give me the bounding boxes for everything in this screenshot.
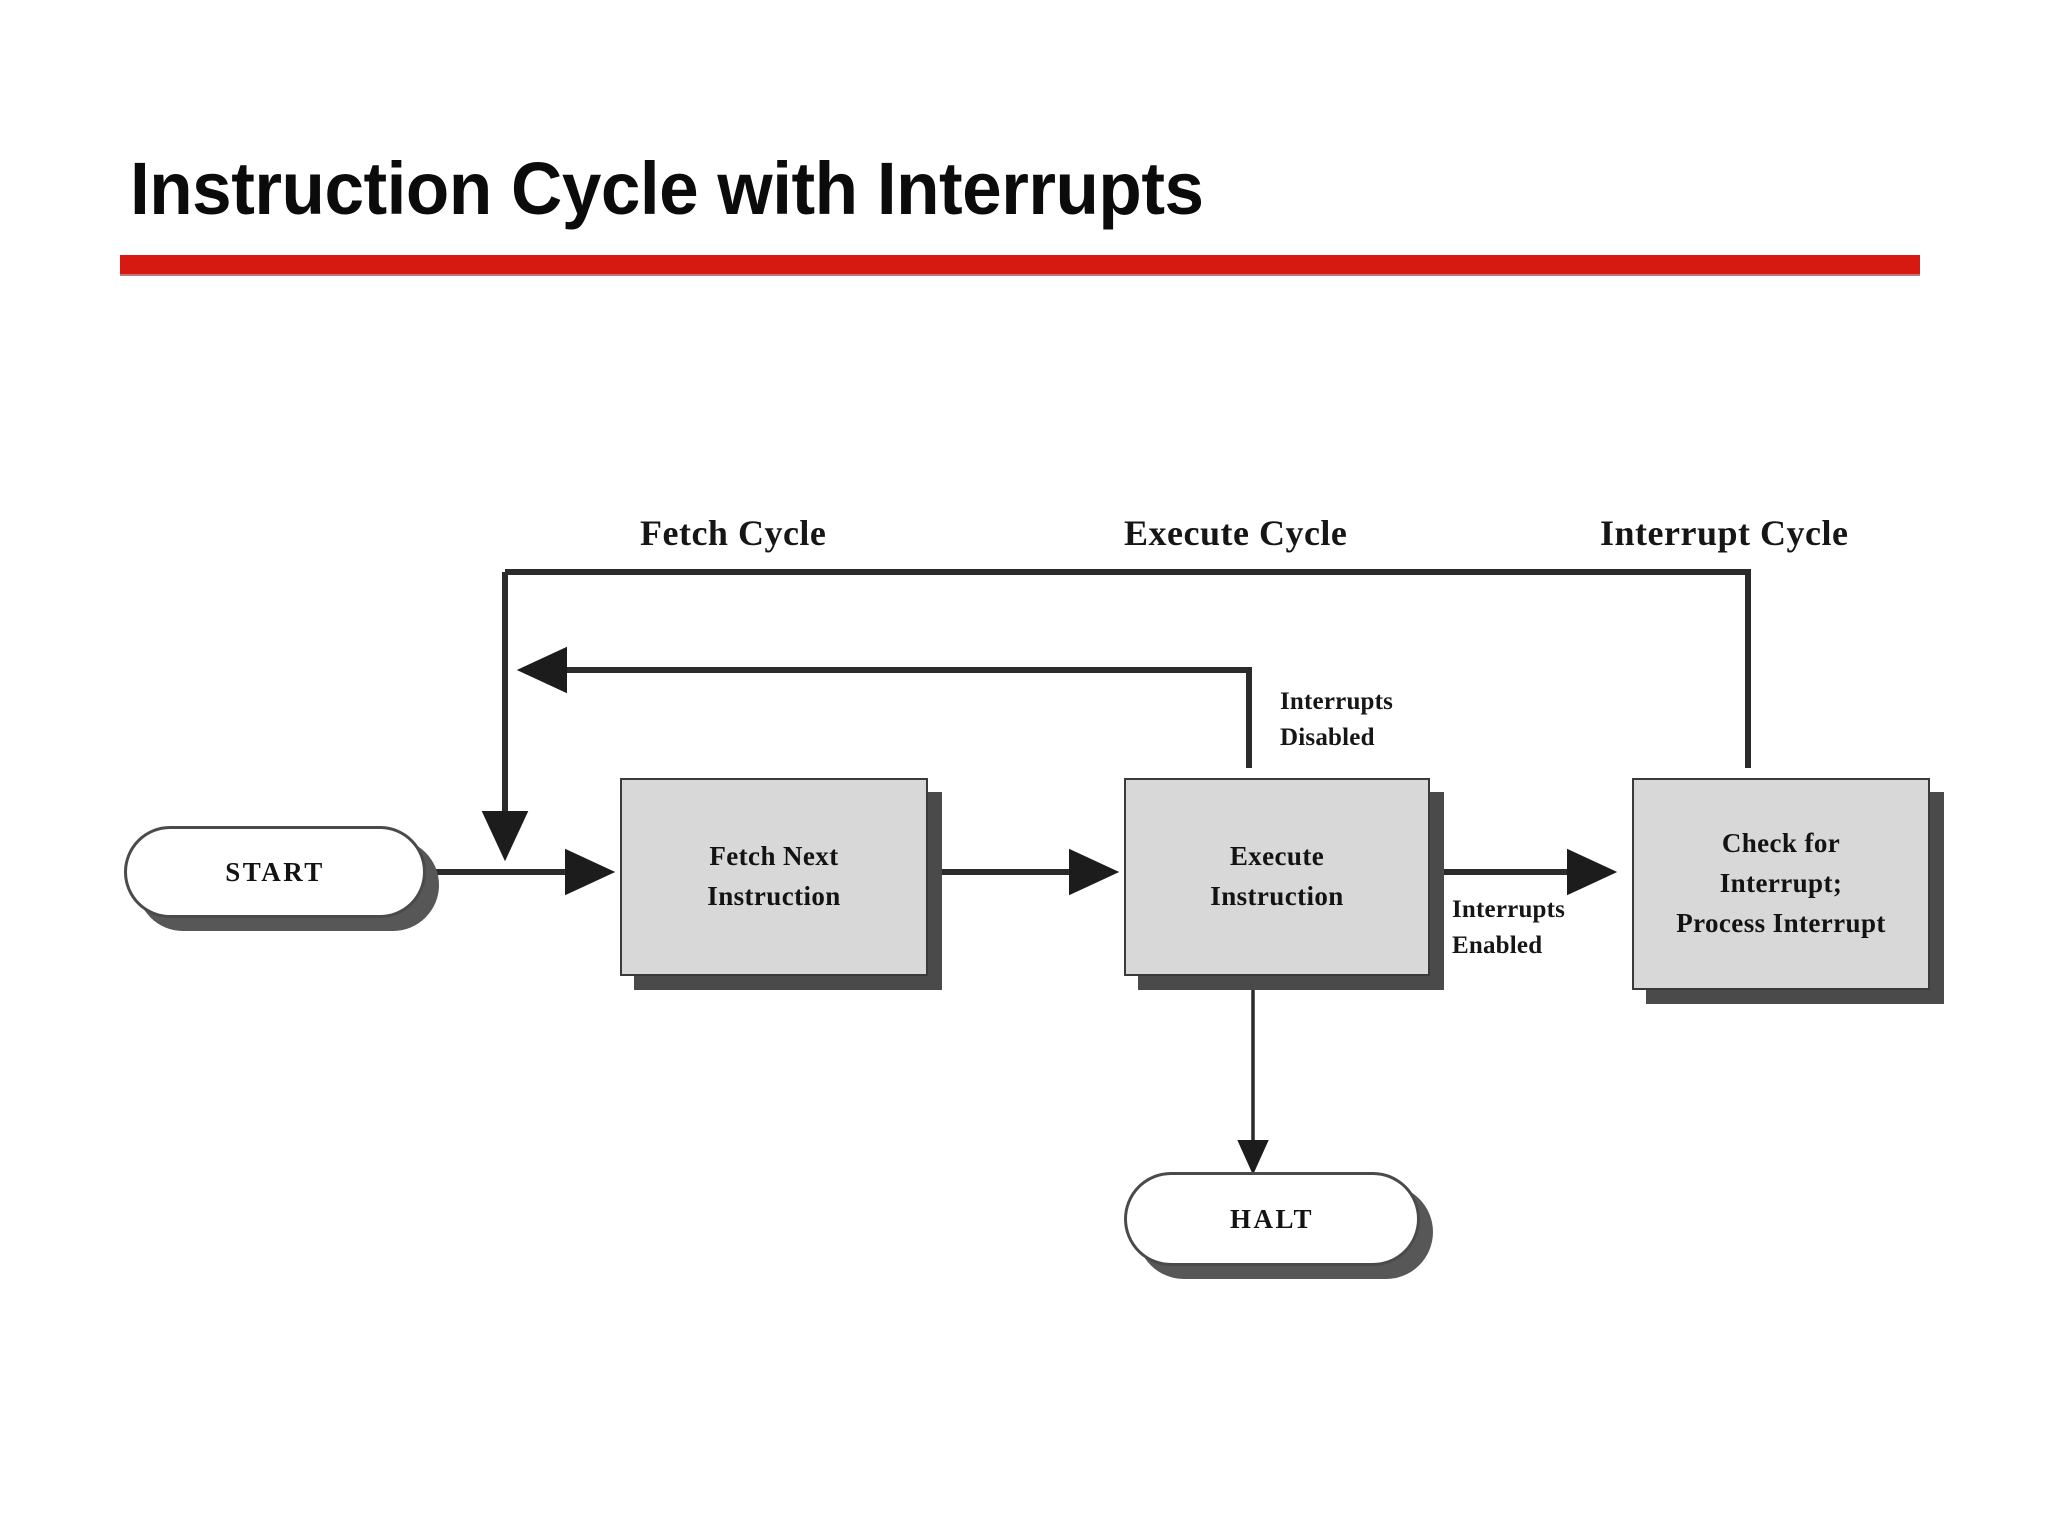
node-execute-instruction-line-1: Execute	[1229, 841, 1325, 872]
label-fetch-cycle: Fetch Cycle	[640, 513, 827, 553]
node-halt[interactable]: HALT	[1124, 1172, 1420, 1266]
node-execute-instruction-line-2: Instruction	[1210, 881, 1344, 911]
node-fetch-next-instruction[interactable]: Fetch Next Instruction	[620, 778, 928, 976]
label-interrupts-enabled-line-1: Interrupts	[1452, 896, 1566, 923]
label-interrupt-cycle: Interrupt Cycle	[1600, 513, 1849, 553]
node-fetch-next-instruction-line-1: Fetch Next	[709, 841, 839, 872]
node-check-for-interrupt-line-2: Interrupt;	[1719, 868, 1843, 899]
node-check-for-interrupt[interactable]: Check for Interrupt; Process Interrupt	[1632, 778, 1930, 990]
node-halt-label: HALT	[1229, 1203, 1315, 1234]
page-title: Instruction Cycle with Interrupts	[130, 147, 1204, 230]
label-interrupts-disabled: Interrupts Disabled	[1280, 684, 1393, 757]
edge-execute-to-fetch	[516, 646, 1252, 768]
label-execute-cycle: Execute Cycle	[1124, 513, 1348, 553]
node-start-label: START	[225, 856, 325, 887]
node-fetch-next-instruction-line-2: Instruction	[707, 881, 841, 911]
title-underline-rule	[120, 255, 1920, 274]
node-execute-instruction[interactable]: Execute Instruction	[1124, 778, 1430, 976]
label-interrupts-enabled: Interrupts Enabled	[1452, 892, 1565, 965]
node-check-for-interrupt-line-1: Check for	[1721, 828, 1841, 859]
label-interrupts-enabled-line-2: Enabled	[1452, 932, 1543, 960]
label-interrupts-disabled-line-2: Disabled	[1280, 724, 1375, 752]
edge-interrupt-to-fetch	[505, 569, 1751, 768]
node-check-for-interrupt-line-3: Process Interrupt	[1676, 907, 1886, 938]
label-interrupts-disabled-line-1: Interrupts	[1280, 688, 1394, 715]
node-start[interactable]: START	[124, 826, 426, 918]
